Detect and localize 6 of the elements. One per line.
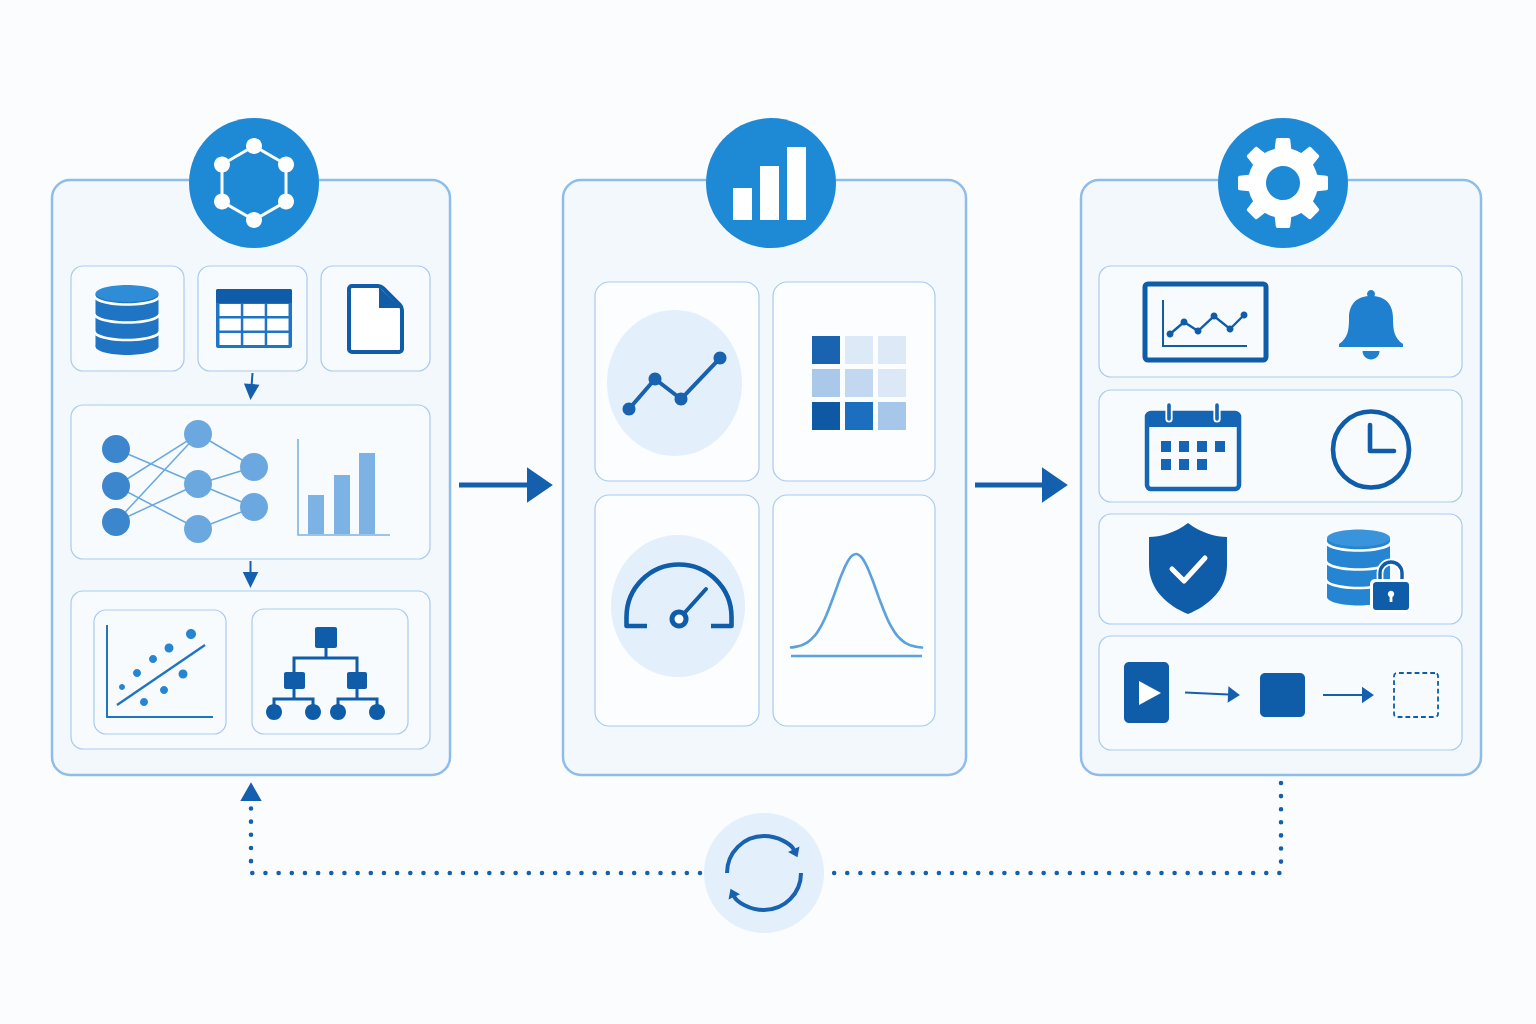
- icon-card: [772, 494, 936, 727]
- dashed-square: [1393, 672, 1439, 718]
- stop-square: [1260, 673, 1305, 717]
- dotted-line: [831, 780, 1284, 876]
- cycle-circle: [704, 813, 824, 933]
- icon-card: [93, 609, 227, 735]
